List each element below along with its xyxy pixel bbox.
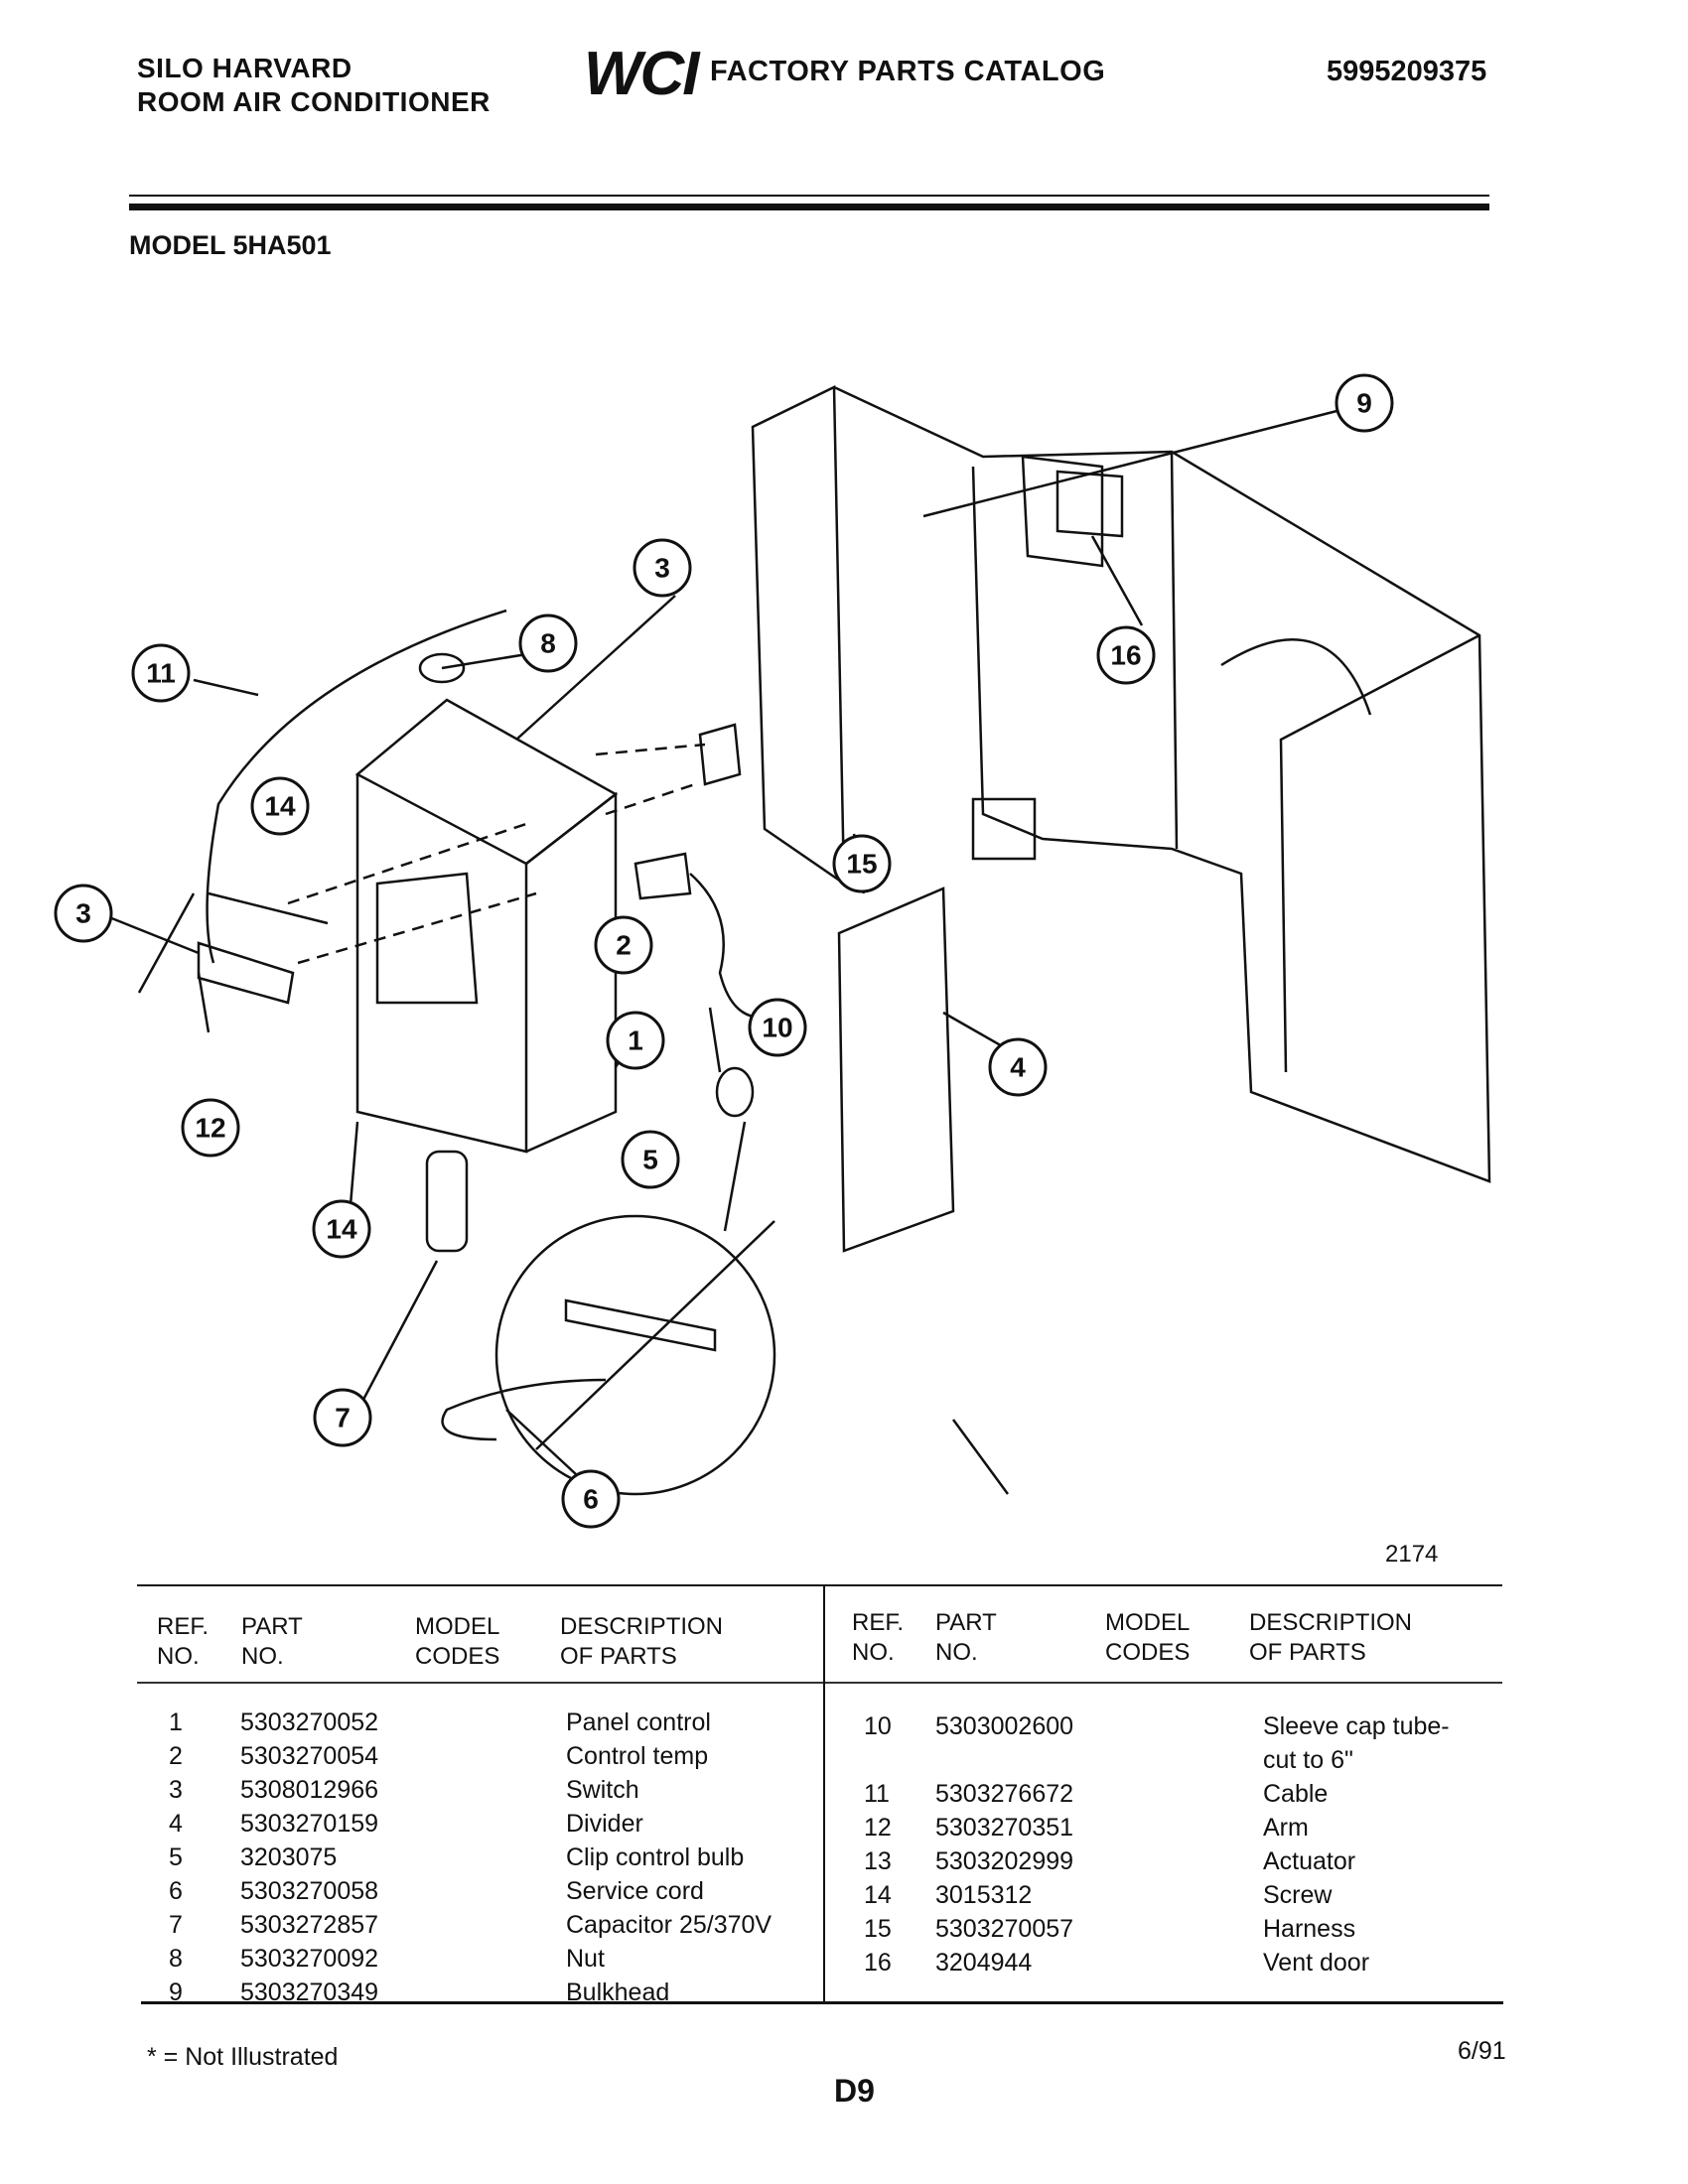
page-number: D9 [834, 2073, 875, 2109]
svg-text:5: 5 [642, 1145, 658, 1175]
svg-text:2: 2 [616, 930, 632, 961]
detail-circle [494, 1214, 776, 1496]
callout-8: 8 [518, 614, 578, 673]
cable-part [206, 609, 507, 964]
table-top-rule [137, 1584, 1502, 1586]
callout-9: 9 [1335, 373, 1394, 433]
arm-part [197, 941, 295, 1005]
svg-text:6: 6 [583, 1484, 599, 1515]
header-ref-right: REF.NO. [852, 1609, 905, 1666]
svg-text:16: 16 [1110, 640, 1141, 671]
exploded-parts-diagram: 1 2 3 4 5 6 7 8 9 10 11 12 3 14 14 15 16 [54, 373, 1491, 1529]
switch-part [698, 723, 742, 786]
svg-text:14: 14 [326, 1214, 357, 1245]
callout-11: 11 [131, 643, 191, 703]
callout-10: 10 [748, 998, 807, 1057]
svg-text:3: 3 [654, 553, 670, 584]
svg-text:7: 7 [335, 1403, 351, 1433]
nut-part [418, 652, 466, 684]
callout-7: 7 [313, 1388, 372, 1447]
callout-3: 3 [633, 538, 692, 598]
brand-line1: SILO HARVARD [137, 53, 352, 83]
service-cord-part [441, 1378, 607, 1441]
brand-line2: ROOM AIR CONDITIONER [137, 86, 491, 117]
callout-6: 6 [561, 1469, 621, 1529]
svg-text:15: 15 [846, 849, 877, 880]
svg-text:3: 3 [75, 898, 91, 929]
catalog-title: FACTORY PARTS CATALOG [710, 56, 1106, 87]
control-temp-part [633, 852, 692, 900]
callout-15: 15 [832, 834, 892, 893]
svg-text:10: 10 [762, 1013, 792, 1043]
callout-12: 12 [181, 1098, 240, 1158]
callout-5: 5 [621, 1130, 680, 1189]
callout-14-lower: 14 [312, 1199, 371, 1259]
footnote: * = Not Illustrated [147, 2043, 339, 2071]
panel-control-front [355, 774, 528, 1154]
vent-door-part [1021, 455, 1104, 568]
brand-block: SILO HARVARD ROOM AIR CONDITIONER [137, 52, 491, 119]
wci-logo: WCI [584, 40, 700, 108]
callout-16: 16 [1096, 625, 1156, 685]
svg-text:9: 9 [1356, 388, 1372, 419]
panel-control-top [354, 698, 619, 866]
divider-part [837, 887, 955, 1253]
callout-4: 4 [988, 1037, 1048, 1097]
callout-14-upper: 14 [250, 776, 310, 836]
table-header-rule [137, 1682, 1502, 1684]
svg-text:4: 4 [1010, 1052, 1026, 1083]
callout-13-partial: 3 [54, 884, 113, 943]
svg-text:12: 12 [195, 1113, 225, 1144]
header-ref: REF.NO. [157, 1613, 210, 1670]
table-bottom-rule [141, 2001, 1503, 2004]
svg-text:11: 11 [146, 658, 176, 689]
svg-text:1: 1 [628, 1025, 643, 1056]
callout-2: 2 [594, 915, 653, 975]
clip-part [715, 1066, 755, 1118]
revision-date: 6/91 [1458, 2037, 1506, 2065]
model-label: MODEL 5HA501 [129, 230, 332, 260]
callout-1: 1 [606, 1011, 665, 1070]
capillary-tube [689, 873, 785, 1020]
header-rule-thin [129, 195, 1489, 197]
harness-block [971, 797, 1037, 861]
svg-text:8: 8 [540, 628, 556, 659]
figure-number: 2174 [1385, 1541, 1439, 1568]
table-center-divider [823, 1586, 825, 2001]
diagram-lines [98, 385, 1491, 1496]
capacitor-part [425, 1150, 469, 1253]
svg-text:14: 14 [264, 791, 296, 822]
bulkhead-left-wall [751, 385, 846, 887]
catalog-number: 5995209375 [1327, 56, 1487, 87]
header-rule-thick [129, 204, 1489, 210]
